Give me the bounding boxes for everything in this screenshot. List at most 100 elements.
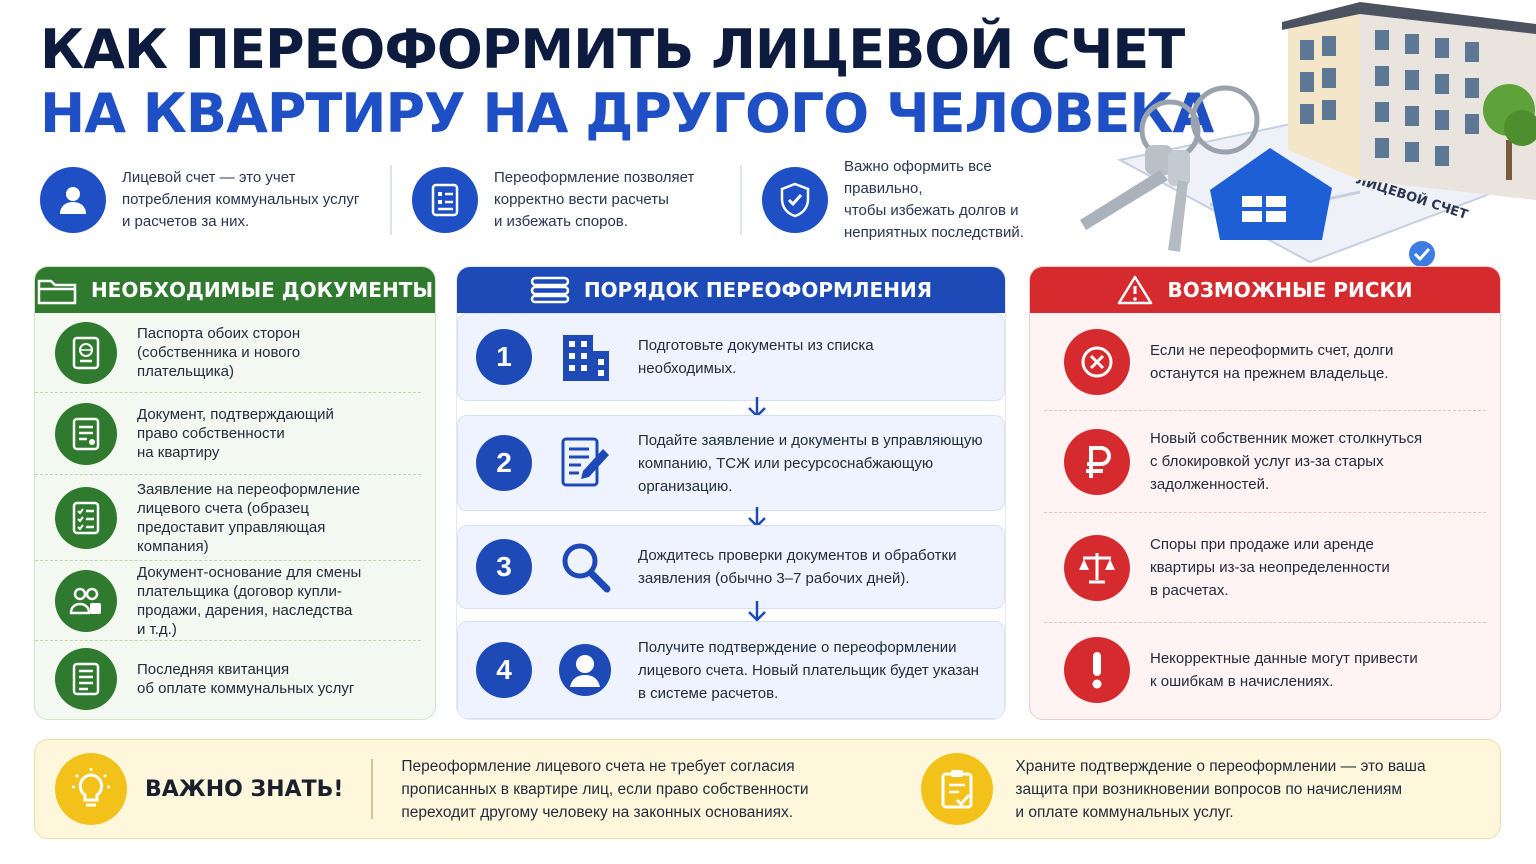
intro-row: Лицевой счет — это учет потребления комм… bbox=[40, 158, 1100, 241]
title-line-2: НА КВАРТИРУ НА ДРУГОГО ЧЕЛОВЕКА bbox=[40, 82, 1214, 145]
passport-icon bbox=[55, 321, 117, 384]
step-number: 1 bbox=[476, 329, 532, 385]
stack-icon bbox=[530, 276, 570, 304]
doc-text-line: плательщика (договор купли- bbox=[137, 582, 342, 600]
arrow-down-icon bbox=[748, 601, 766, 622]
doc-text-line: Документ, подтверждающий bbox=[137, 406, 334, 423]
scales-icon bbox=[1064, 534, 1130, 601]
doc-text-line: компания) bbox=[137, 537, 209, 555]
step-card: 2 Подайте заявление и документы в управл… bbox=[457, 415, 1005, 511]
step-text-line: организацию. bbox=[638, 477, 733, 495]
title-line-1: КАК ПЕРЕОФОРМИТЬ ЛИЦЕВОЙ СЧЕТ bbox=[40, 18, 1185, 81]
list-item: Некорректные данные могут привести к оши… bbox=[1044, 623, 1486, 717]
doc-text-line: продажи, дарения, наследства bbox=[137, 601, 353, 619]
step-number: 3 bbox=[476, 539, 532, 595]
risk-text-line: Новый собственник может столкнуться bbox=[1150, 430, 1423, 447]
form-pen-icon bbox=[550, 435, 620, 491]
magnifier-icon bbox=[550, 539, 620, 595]
step-text-line: Подайте заявление и документы в управляю… bbox=[638, 431, 983, 449]
risk-text-line: Споры при продаже или аренде bbox=[1150, 536, 1374, 553]
intro-text-line: Переоформление позволяет bbox=[494, 169, 695, 186]
application-icon bbox=[55, 486, 117, 549]
step-text-line: в системе расчетов. bbox=[638, 684, 779, 702]
step-text-line: лицевого счета. Новый плательщик будет у… bbox=[638, 661, 979, 679]
intro-text-line: корректно вести расчеты bbox=[494, 191, 669, 208]
building-icon bbox=[550, 329, 620, 385]
risks-title: ВОЗМОЖНЫЕ РИСКИ bbox=[1167, 278, 1413, 302]
cross-icon bbox=[1064, 328, 1130, 395]
list-item: Паспорта обоих сторон (собственника и но… bbox=[35, 313, 421, 393]
list-item: Документ, подтверждающий право собственн… bbox=[35, 393, 421, 475]
risks-header: ВОЗМОЖНЫЕ РИСКИ bbox=[1030, 267, 1500, 313]
step-text-line: заявления (обычно 3–7 рабочих дней). bbox=[638, 570, 910, 587]
intro-text-line: неприятных последствий. bbox=[844, 224, 1024, 241]
step-text-line: компанию, ТСЖ или ресурсоснабжающую bbox=[638, 454, 934, 472]
list-item: Новый собственник может столкнуться с бл… bbox=[1044, 411, 1486, 513]
house-keychain-icon bbox=[1210, 148, 1332, 240]
intro-item: Переоформление позволяет корректно вести… bbox=[390, 165, 740, 235]
steps-panel: ПОРЯДОК ПЕРЕОФОРМЛЕНИЯ 1 Подготовьте док… bbox=[456, 266, 1006, 720]
step-card: 4 Получите подтверждение о переоформлени… bbox=[457, 621, 1005, 719]
user-icon bbox=[40, 167, 106, 233]
risk-text-line: квартиры из-за неопределенности bbox=[1150, 559, 1390, 576]
doc-text-line: плательщика) bbox=[137, 363, 234, 380]
clipboard-check-icon bbox=[921, 753, 994, 825]
risk-text-line: с блокировкой услуг из-за старых bbox=[1150, 453, 1384, 470]
steps-header: ПОРЯДОК ПЕРЕОФОРМЛЕНИЯ bbox=[457, 267, 1005, 313]
step-text-line: Подготовьте документы из списка bbox=[638, 337, 874, 354]
check-badge-icon bbox=[1409, 241, 1435, 267]
list-item: Документ-основание для смены плательщика… bbox=[35, 561, 421, 641]
shield-icon bbox=[762, 167, 828, 233]
keys-icon bbox=[1080, 85, 1260, 252]
step-number: 2 bbox=[476, 435, 532, 491]
step-text-line: Получите подтверждение о переоформлении bbox=[638, 638, 957, 656]
intro-text-line: и избежать споров. bbox=[494, 213, 628, 230]
doc-text-line: право собственности bbox=[137, 425, 285, 442]
step-number: 4 bbox=[476, 642, 532, 698]
intro-text-line: Лицевой счет — это учет bbox=[122, 169, 296, 186]
step-text-line: Дождитесь проверки документов и обработк… bbox=[638, 547, 957, 564]
documents-panel: НЕОБХОДИМЫЕ ДОКУМЕНТЫ Паспорта обоих сто… bbox=[34, 266, 436, 720]
note-text-line: Храните подтверждение о переоформлении —… bbox=[1015, 757, 1426, 775]
ownership-document-icon bbox=[55, 402, 117, 465]
risks-panel: ВОЗМОЖНЫЕ РИСКИ Если не переоформить сче… bbox=[1029, 266, 1501, 720]
risk-text-line: Если не переоформить счет, долги bbox=[1150, 341, 1394, 359]
building-icon bbox=[1282, 2, 1536, 200]
note-text-line: переходит другому человеку на законных о… bbox=[401, 803, 794, 821]
folder-icon bbox=[37, 279, 77, 305]
risk-text-line: останутся на прежнем владельце. bbox=[1150, 364, 1389, 382]
lightbulb-icon bbox=[55, 753, 127, 825]
divider bbox=[371, 759, 374, 819]
risk-text-line: в расчетах. bbox=[1150, 582, 1229, 599]
doc-text-line: и т.д.) bbox=[137, 620, 177, 638]
document-icon bbox=[412, 167, 478, 233]
intro-item: Важно оформить все правильно, чтобы избе… bbox=[740, 158, 1090, 241]
doc-text-line: предоставит управляющая bbox=[137, 518, 326, 536]
intro-text-line: Важно оформить все правильно, bbox=[844, 158, 992, 197]
step-card: 1 Подготовьте документы из списка необхо… bbox=[457, 313, 1005, 401]
user-icon bbox=[550, 641, 620, 699]
list-item: Споры при продаже или аренде квартиры из… bbox=[1044, 513, 1486, 623]
list-item: Если не переоформить счет, долги останут… bbox=[1044, 313, 1486, 411]
intro-text-line: потребления коммунальных услуг bbox=[122, 191, 360, 208]
intro-item: Лицевой счет — это учет потребления комм… bbox=[40, 165, 390, 235]
doc-text-line: Паспорта обоих сторон bbox=[137, 325, 301, 342]
doc-text-line: на квартиру bbox=[137, 444, 220, 461]
risk-text-line: Некорректные данные могут привести bbox=[1150, 650, 1418, 667]
note-text-line: и оплате коммунальных услуг. bbox=[1015, 803, 1234, 821]
people-icon bbox=[55, 569, 117, 632]
documents-header: НЕОБХОДИМЫЕ ДОКУМЕНТЫ bbox=[35, 267, 435, 313]
doc-text-line: Последняя квитанция bbox=[137, 661, 290, 678]
doc-text-line: лицевого счета (образец bbox=[137, 499, 309, 517]
note-text-line: прописанных в квартире лиц, если право с… bbox=[401, 780, 809, 798]
steps-title: ПОРЯДОК ПЕРЕОФОРМЛЕНИЯ bbox=[583, 278, 933, 302]
doc-text-line: Заявление на переоформление bbox=[137, 480, 361, 498]
step-card: 3 Дождитесь проверки документов и обрабо… bbox=[457, 525, 1005, 609]
risk-text-line: задолженностей. bbox=[1150, 476, 1270, 493]
page-title: КАК ПЕРЕОФОРМИТЬ ЛИЦЕВОЙ СЧЕТ НА КВАРТИР… bbox=[40, 18, 1214, 146]
exclamation-icon bbox=[1064, 637, 1130, 703]
important-note-title: ВАЖНО ЗНАТЬ! bbox=[145, 776, 344, 802]
list-item: Последняя квитанция об оплате коммунальн… bbox=[35, 641, 421, 717]
hero-illustration: ЛИЦЕВОЙ СЧЕТ bbox=[1080, 2, 1536, 267]
ruble-icon bbox=[1064, 428, 1130, 495]
